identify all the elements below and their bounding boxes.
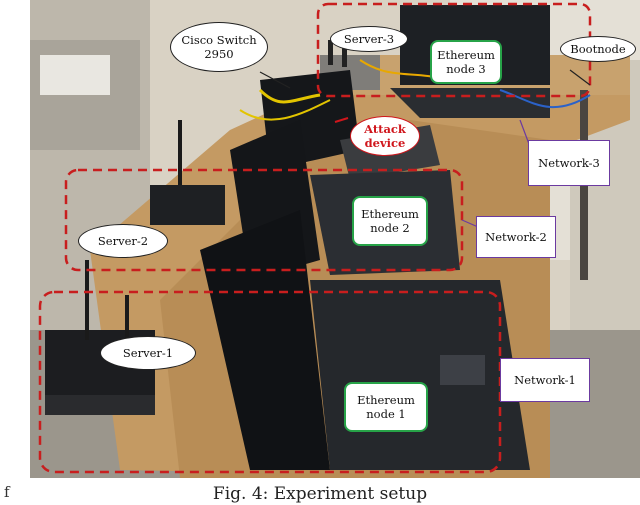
figure-caption: Fig. 4: Experiment setup bbox=[212, 484, 428, 504]
server-3-label: Server-3 bbox=[330, 26, 408, 52]
cisco-switch-label: Cisco Switch 2950 bbox=[170, 22, 268, 72]
server-1-label: Server-1 bbox=[100, 336, 196, 370]
ethereum-node-3-label: Ethereum node 3 bbox=[430, 40, 502, 84]
network-3-label: Network-3 bbox=[528, 140, 610, 186]
bootnode-label: Bootnode bbox=[560, 36, 636, 62]
ethereum-node-1-label: Ethereum node 1 bbox=[344, 382, 428, 432]
attack-device-label: Attack device bbox=[350, 116, 420, 156]
ethereum-node-2-label: Ethereum node 2 bbox=[352, 196, 428, 246]
side-text: f bbox=[4, 483, 10, 501]
network-1-label: Network-1 bbox=[500, 358, 590, 402]
network-2-label: Network-2 bbox=[476, 216, 556, 258]
experiment-setup-photo bbox=[30, 0, 640, 478]
server-2-label: Server-2 bbox=[78, 224, 168, 258]
